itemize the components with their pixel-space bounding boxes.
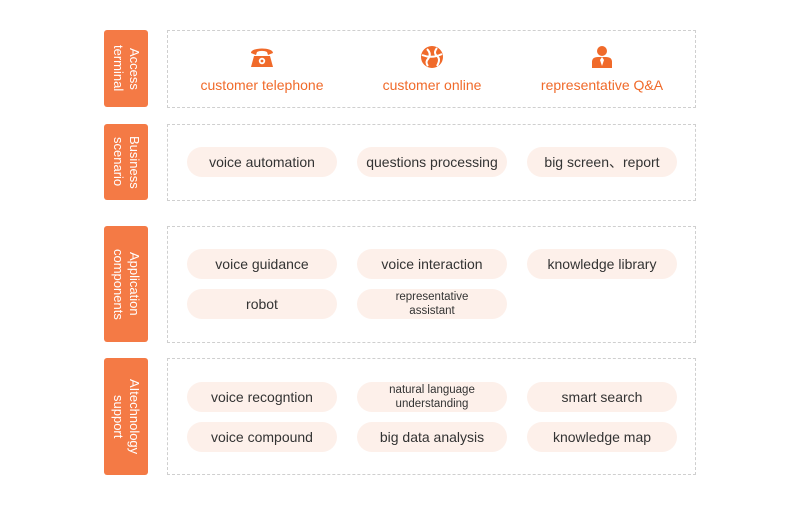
ai-item-smart-search: smart search xyxy=(527,382,677,412)
application-item-robot: robot xyxy=(187,289,337,319)
application-item-knowledge-library: knowledge library xyxy=(527,249,677,279)
ai-item-big-data-analysis: big data analysis xyxy=(357,422,507,452)
row-label-application-text: Application components xyxy=(111,248,142,320)
access-label-online: customer online xyxy=(382,77,482,93)
application-item-voice-interaction: voice interaction xyxy=(357,249,507,279)
row-label-business-text: Business scenario xyxy=(111,135,142,189)
row-label-application: Application components xyxy=(104,226,148,342)
row-label-ai-text: AItechnology support xyxy=(111,378,142,455)
ai-item-knowledge-map: knowledge map xyxy=(527,422,677,452)
panel-ai xyxy=(167,358,696,475)
access-label-telephone: customer telephone xyxy=(200,77,324,93)
access-label-representative: representative Q&A xyxy=(540,77,664,93)
access-item-telephone: customer telephone xyxy=(177,45,347,93)
ai-item-natural-language-understanding: natural language understanding xyxy=(357,382,507,412)
row-label-access-text: Access terminal xyxy=(111,45,142,92)
access-item-online: customer online xyxy=(347,45,517,93)
row-label-business: Business scenario xyxy=(104,124,148,200)
business-item-big-screen-report: big screen、report xyxy=(527,147,677,177)
row-label-ai: AItechnology support xyxy=(104,358,148,475)
globe-icon xyxy=(419,45,445,69)
row-label-access: Access terminal xyxy=(104,30,148,107)
access-item-representative: representative Q&A xyxy=(517,45,687,93)
business-item-voice-automation: voice automation xyxy=(187,147,337,177)
telephone-icon xyxy=(249,45,275,69)
panel-access xyxy=(167,30,696,108)
application-item-voice-guidance: voice guidance xyxy=(187,249,337,279)
ai-item-voice-compound: voice compound xyxy=(187,422,337,452)
agent-icon xyxy=(589,45,615,69)
panel-business xyxy=(167,124,696,201)
business-item-questions-processing: questions processing xyxy=(357,147,507,177)
panel-application xyxy=(167,226,696,343)
application-item-representative-assistant: representative assistant xyxy=(357,289,507,319)
ai-item-voice-recognition: voice recogntion xyxy=(187,382,337,412)
